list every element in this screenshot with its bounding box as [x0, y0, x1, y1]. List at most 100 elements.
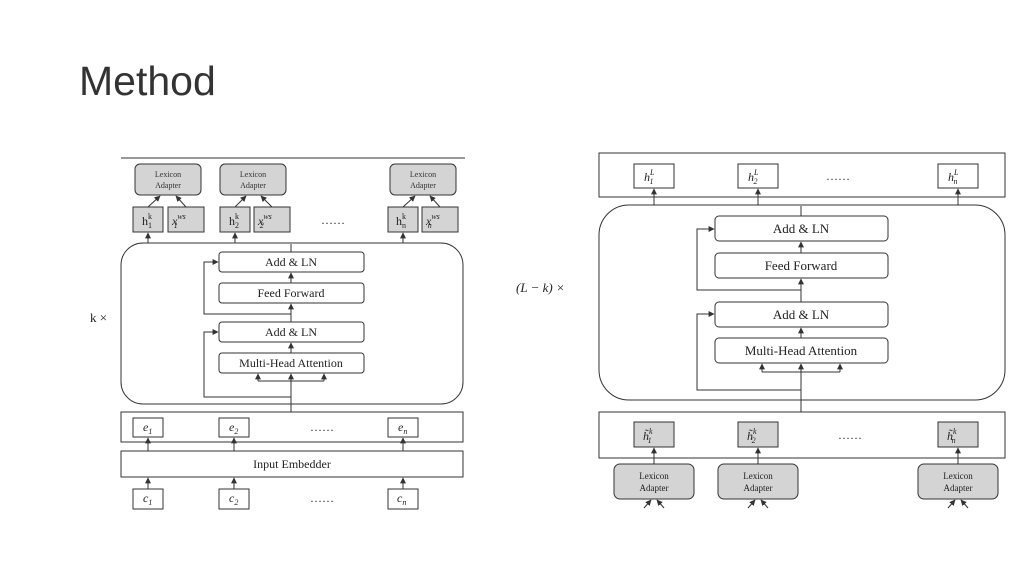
right-h2-out-sub: 2	[753, 177, 757, 186]
right-adapter-output-arrows	[651, 447, 961, 464]
left-adapter-1-line2: Adapter	[155, 181, 181, 190]
left-block-flow	[203, 244, 327, 412]
left-x1-base: x	[171, 214, 178, 228]
left-c1-box: c1	[132, 488, 164, 510]
left-adapter-n-line2: Adapter	[410, 181, 436, 190]
left-mha-label: Multi-Head Attention	[239, 356, 343, 370]
left-input-arrows	[145, 437, 406, 489]
svg-text:e2: e2	[229, 420, 238, 436]
left-c2-base: c	[229, 491, 235, 505]
right-adapter-input-arrows	[643, 499, 969, 509]
left-xn-base: x	[425, 214, 432, 228]
right-lexicon-adapter-1: Lexicon Adapter	[613, 463, 695, 500]
left-adapter-n-line1: Lexicon	[410, 170, 436, 179]
left-e1-base: e	[143, 420, 149, 434]
left-cn-base: c	[397, 491, 403, 505]
right-mha-label: Multi-Head Attention	[745, 343, 858, 358]
left-hn-base: h	[396, 214, 402, 228]
right-hn-tilde-base: h̃	[947, 429, 953, 443]
right-hn-tilde-sub: n	[952, 436, 956, 445]
right-adapter-2-line2: Adapter	[744, 483, 773, 493]
svg-text:c2: c2	[229, 491, 238, 507]
right-adapter-2-line1: Lexicon	[743, 471, 773, 481]
right-h2-tilde-sub: 2	[752, 436, 756, 445]
right-add-ln-bottom: Add & LN	[714, 301, 889, 328]
left-adapter-2-line1: Lexicon	[240, 170, 266, 179]
left-x2-sup: ws	[263, 212, 271, 221]
right-add-ln-top: Add & LN	[714, 215, 889, 242]
left-x1-sub: 1	[174, 221, 178, 230]
left-en-base: e	[398, 420, 404, 434]
right-output-ellipsis: ……	[826, 169, 850, 183]
left-lexicon-adapter-1: Lexicon Adapter	[134, 163, 202, 196]
left-adapter-1-line1: Lexicon	[155, 170, 181, 179]
svg-text:hL1: hL1	[644, 168, 655, 186]
left-e1-box: e1	[132, 417, 164, 438]
right-h-tilde-ellipsis: ……	[838, 428, 862, 442]
left-h2-base: h	[229, 214, 235, 228]
right-add-ln-bottom-label: Add & LN	[773, 307, 830, 322]
left-x2-base: x	[257, 214, 264, 228]
right-feed-forward: Feed Forward	[714, 252, 889, 279]
left-h1-sub: 1	[148, 221, 152, 230]
left-repeat-label: k ×	[90, 310, 107, 325]
left-h1-sup: k	[148, 212, 152, 221]
right-hn-out-base: h	[948, 170, 954, 184]
svg-text:h̃kn: h̃kn	[947, 427, 957, 445]
svg-text:hL2: hL2	[748, 168, 759, 186]
left-embedding-ellipsis: ……	[310, 420, 334, 434]
right-h1-tilde-sup: k	[649, 427, 653, 436]
left-input-ellipsis: ……	[310, 491, 334, 505]
left-c1-base: c	[143, 491, 149, 505]
left-feed-forward-label: Feed Forward	[258, 286, 325, 300]
left-add-ln-top-label: Add & LN	[265, 255, 317, 269]
left-add-ln-bottom-label: Add & LN	[265, 325, 317, 339]
right-hn-tilde-sup: k	[953, 427, 957, 436]
left-xn-sub: n	[428, 221, 432, 230]
left-e2-box: e2	[218, 417, 250, 438]
left-cn-box: cn	[387, 488, 419, 510]
left-en-sub: n	[403, 427, 407, 436]
svg-text:h̃k1: h̃k1	[643, 427, 653, 445]
left-adapter-2-line2: Adapter	[240, 181, 266, 190]
left-xn-sup: ws	[431, 212, 439, 221]
right-mha: Multi-Head Attention	[714, 337, 889, 364]
right-lexicon-adapter-n: Lexicon Adapter	[917, 463, 999, 500]
right-block-flow	[696, 206, 843, 412]
right-h1-out-sub: 1	[649, 177, 653, 186]
left-h2-sub: 2	[235, 221, 239, 230]
left-x1-sup: ws	[177, 212, 185, 221]
right-h1-out-base: h	[644, 170, 650, 184]
right-repeat-label: (L − k) ×	[516, 280, 565, 295]
left-en-box: en	[387, 417, 419, 438]
svg-text:en: en	[398, 420, 407, 436]
right-h1-out-sup: L	[649, 168, 655, 177]
right-feed-forward-label: Feed Forward	[765, 258, 838, 273]
left-add-ln-bottom: Add & LN	[218, 321, 365, 343]
svg-text:hLn: hLn	[948, 168, 959, 186]
svg-text:hk2: hk2	[229, 212, 239, 230]
right-block-output-arrows	[651, 188, 961, 205]
left-e1-sub: 1	[148, 427, 152, 436]
left-x2-sub: 2	[260, 221, 264, 230]
svg-text:e1: e1	[143, 420, 152, 436]
left-e2-sub: 2	[234, 427, 238, 436]
right-adapter-1-line1: Lexicon	[639, 471, 669, 481]
left-diagram: Lexicon Adapter Lexicon Adapter Lexicon …	[90, 157, 465, 510]
left-lexicon-adapter-2: Lexicon Adapter	[219, 163, 287, 196]
right-adapter-1-line2: Adapter	[640, 483, 669, 493]
left-h1-base: h	[142, 214, 148, 228]
